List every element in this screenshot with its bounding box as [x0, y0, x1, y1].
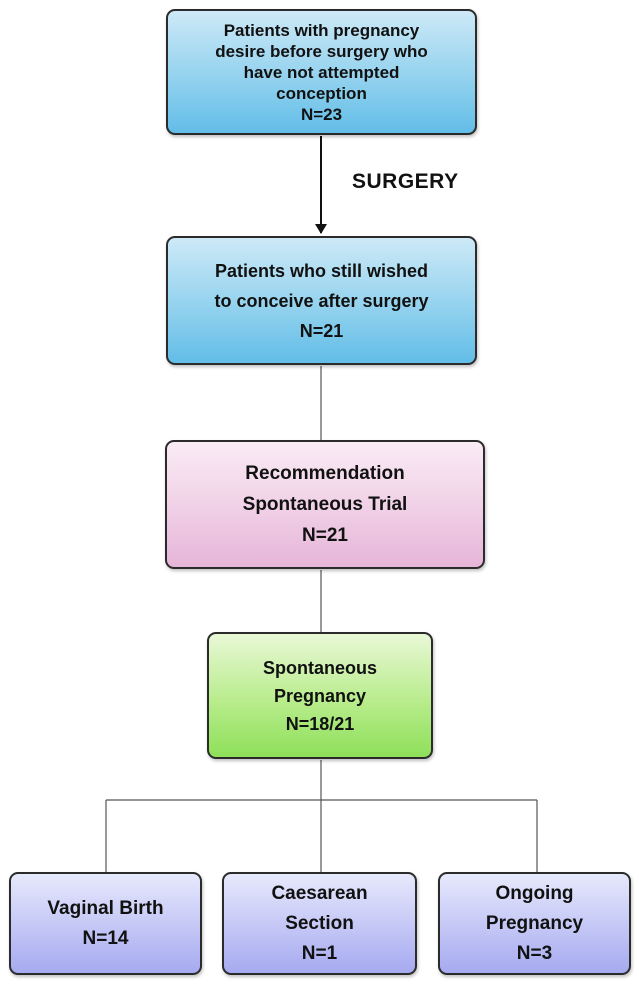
spontaneous-line-2: Pregnancy	[273, 685, 367, 706]
ongoing-pregnancy-box: Ongoing Pregnancy N=3	[438, 872, 631, 975]
ongoing-line-1: Ongoing	[495, 882, 574, 904]
vaginal-birth-label: Vaginal Birth	[47, 897, 164, 919]
caesarean-line-2: Section	[285, 912, 354, 934]
ongoing-count: N=3	[516, 942, 553, 964]
spontaneous-count: N=18/21	[285, 713, 355, 734]
after-surgery-count: N=21	[299, 320, 344, 341]
after-surgery-line-1: Patients who still wished	[214, 260, 429, 281]
recommendation-count: N=21	[302, 525, 348, 546]
caesarean-section-box: Caesarean Section N=1	[222, 872, 417, 975]
caesarean-line-1: Caesarean	[271, 882, 368, 904]
recommendation-line-1: Recommendation	[245, 463, 405, 484]
start-line-3: have not attempted	[243, 62, 400, 82]
start-line-2: desire before surgery who	[215, 41, 428, 61]
surgery-label: SURGERY	[352, 170, 459, 193]
vaginal-birth-box: Vaginal Birth N=14	[9, 872, 202, 975]
recommendation-line-2: Spontaneous Trial	[242, 494, 408, 515]
start-count: N=23	[300, 104, 343, 124]
vaginal-birth-count: N=14	[82, 927, 129, 949]
recommendation-box: Recommendation Spontaneous Trial N=21	[165, 440, 485, 569]
spontaneous-line-1: Spontaneous	[262, 657, 377, 678]
start-box: Patients with pregnancy desire before su…	[166, 9, 477, 135]
caesarean-count: N=1	[301, 942, 338, 964]
after-surgery-line-2: to conceive after surgery	[214, 290, 429, 311]
spontaneous-pregnancy-box: Spontaneous Pregnancy N=18/21	[207, 632, 433, 759]
after-surgery-box: Patients who still wished to conceive af…	[166, 236, 477, 365]
ongoing-line-2: Pregnancy	[485, 912, 584, 934]
start-line-1: Patients with pregnancy	[223, 20, 420, 40]
start-line-4: conception	[276, 83, 367, 103]
